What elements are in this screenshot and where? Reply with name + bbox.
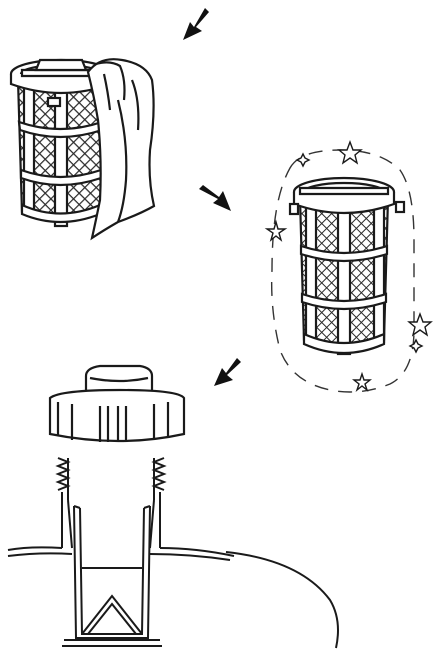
filter-cap [50,366,184,442]
arrow-down-left-icon [183,8,209,40]
filter-housing [8,458,338,648]
clean-filter [267,142,431,392]
filter-basket-clean [290,178,404,354]
filter-with-cloth [11,59,154,238]
arrow-down-left-icon [214,358,241,386]
arrow-down-right-icon [199,185,231,211]
